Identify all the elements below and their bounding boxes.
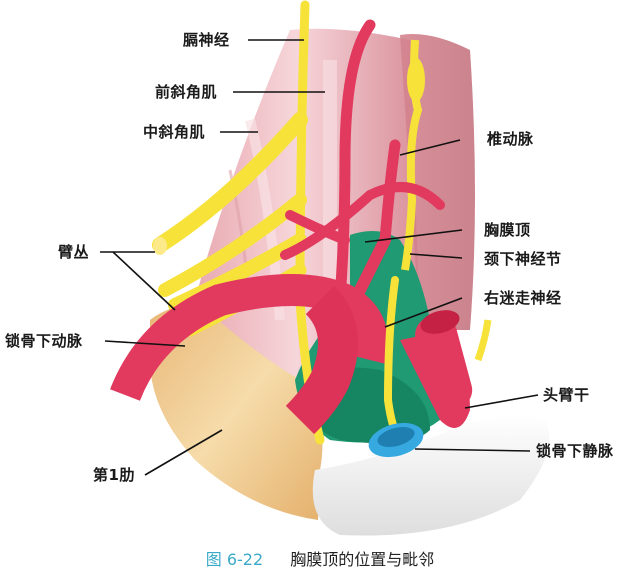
caption-number: 图 6-22 [205, 550, 264, 569]
arteries [280, 19, 445, 306]
label-cupula-of-pleura: 胸膜顶 [484, 221, 531, 239]
ganglion [407, 58, 425, 102]
caption-title: 胸膜顶的位置与毗邻 [290, 550, 435, 569]
figure-caption: 图 6-22 胸膜顶的位置与毗邻 [0, 550, 640, 570]
label-first-rib: 第1肋 [93, 466, 135, 484]
label-phrenic-nerve: 膈神经 [183, 31, 230, 49]
label-right-vagus-nerve: 右迷走神经 [484, 289, 562, 307]
label-vertebral-artery: 椎动脉 [487, 130, 534, 148]
label-anterior-scalene: 前斜角肌 [155, 83, 218, 101]
leader-lines [100, 39, 539, 476]
brachiocephalic-trunk [400, 310, 473, 428]
nerve-end [153, 237, 167, 255]
label-subclavian-artery: 锁骨下动脉 [5, 332, 83, 350]
label-inferior-cervical-ganglion: 颈下神经节 [484, 250, 562, 268]
subclavian-artery [110, 274, 389, 402]
subclavian-vein [368, 422, 424, 458]
label-subclavian-vein: 锁骨下静脉 [536, 442, 614, 460]
label-brachiocephalic-trunk: 头臂干 [543, 386, 590, 404]
clavicle [312, 414, 550, 536]
label-middle-scalene: 中斜角肌 [143, 123, 206, 141]
label-brachial-plexus: 臂丛 [58, 243, 90, 261]
